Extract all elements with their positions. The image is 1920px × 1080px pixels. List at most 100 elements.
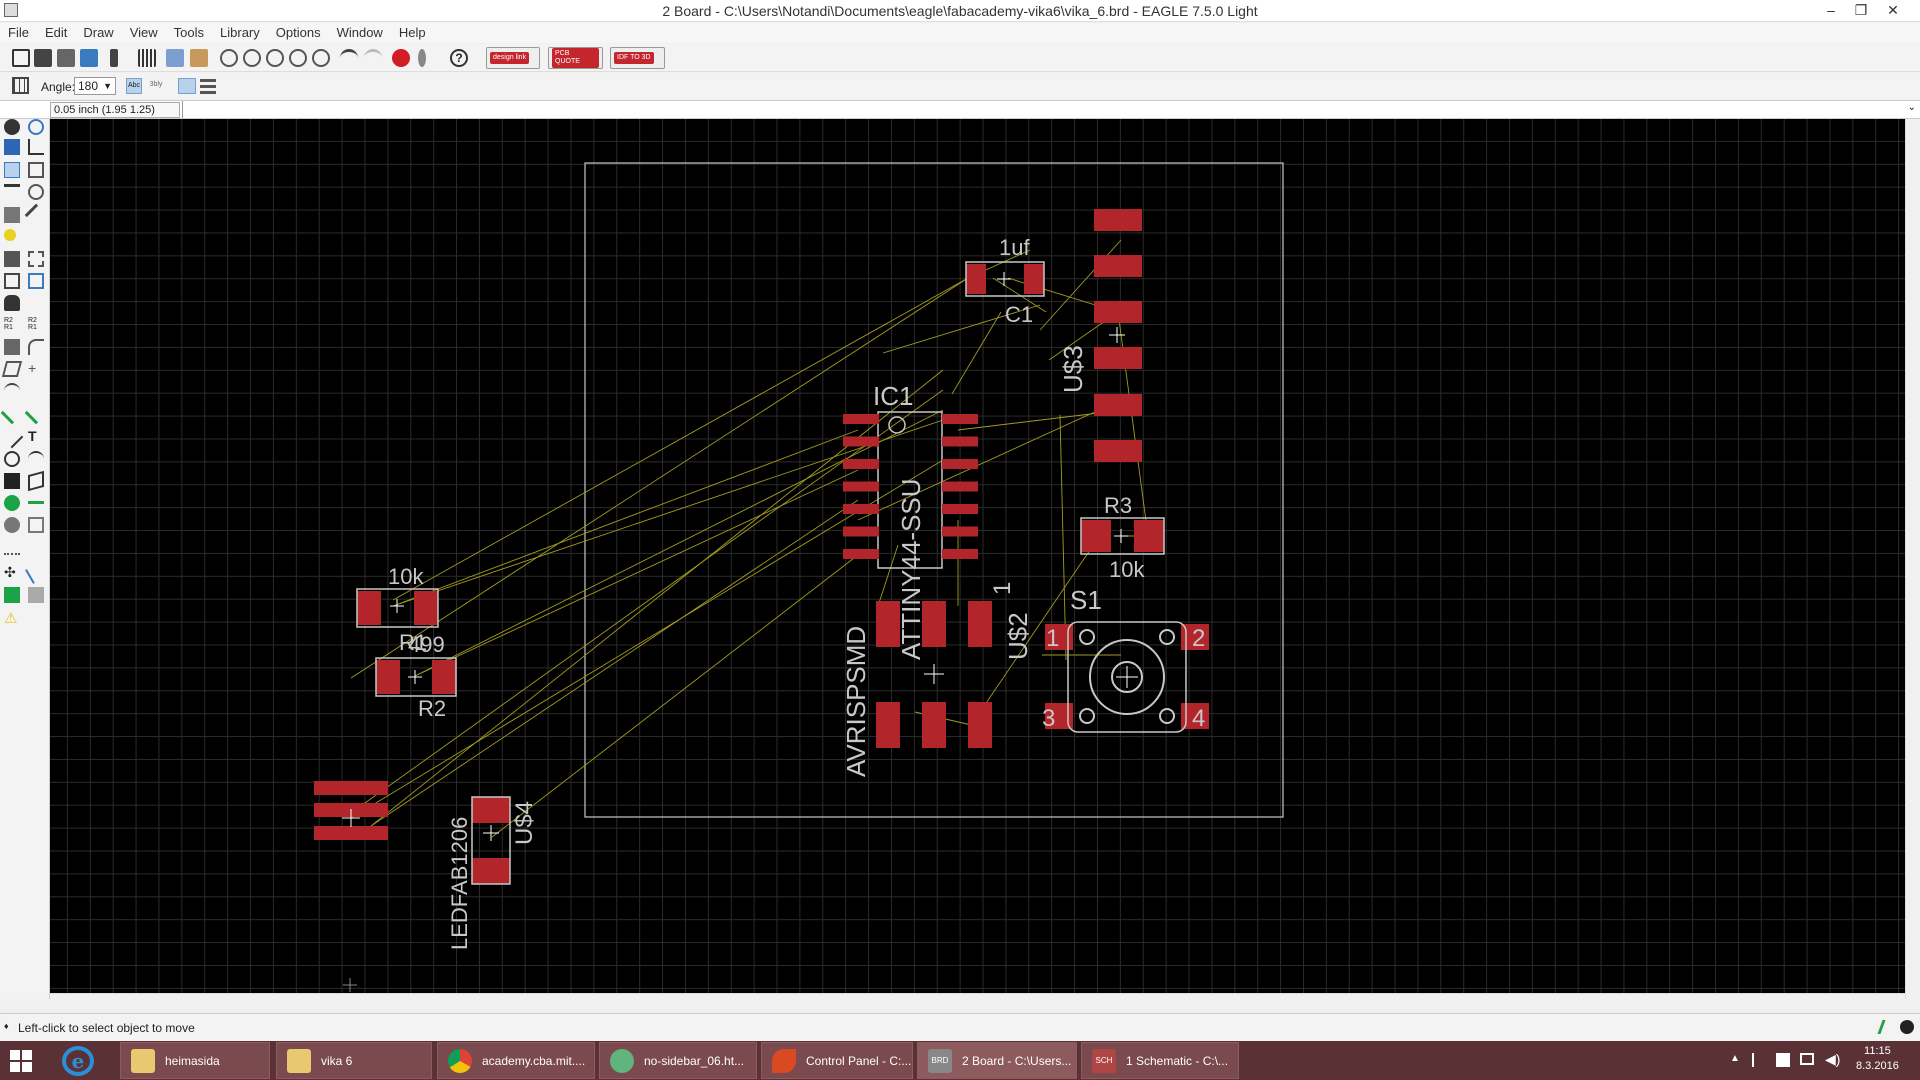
internet-explorer-icon[interactable]: e bbox=[62, 1046, 94, 1076]
optimize-icon[interactable] bbox=[178, 78, 196, 94]
taskbar-item-atom[interactable]: no-sidebar_06.ht... bbox=[599, 1042, 757, 1079]
change-icon[interactable] bbox=[24, 203, 48, 227]
signal-icon[interactable] bbox=[28, 501, 44, 517]
mark-icon[interactable] bbox=[28, 139, 44, 155]
redo-icon[interactable] bbox=[364, 49, 382, 67]
smash-icon[interactable] bbox=[4, 339, 20, 355]
tray-expand-icon[interactable]: ▲ bbox=[1730, 1053, 1740, 1064]
chevron-down-icon[interactable]: ⌄ bbox=[1907, 102, 1916, 113]
taskbar-item-heimasida[interactable]: heimasida bbox=[120, 1042, 270, 1079]
info-icon[interactable] bbox=[4, 119, 20, 135]
zoom-in-icon[interactable] bbox=[243, 49, 261, 67]
print-icon[interactable] bbox=[57, 49, 75, 67]
start-button[interactable] bbox=[10, 1050, 32, 1072]
stop-command-icon[interactable] bbox=[1900, 1020, 1914, 1034]
command-line[interactable]: 0.05 inch (1.95 1.25) ⌄ bbox=[0, 100, 1920, 119]
dimension-icon[interactable] bbox=[4, 539, 20, 555]
ratsnest-icon[interactable]: ✣ bbox=[4, 564, 16, 580]
route-icon[interactable] bbox=[0, 401, 24, 425]
network-icon[interactable] bbox=[1800, 1053, 1814, 1065]
polygon-icon[interactable] bbox=[28, 470, 44, 492]
menu-help[interactable]: Help bbox=[398, 25, 426, 40]
flag-icon[interactable] bbox=[1752, 1053, 1766, 1067]
horizontal-scrollbar[interactable] bbox=[50, 993, 1905, 1007]
show-icon[interactable] bbox=[28, 119, 44, 135]
layer-icon[interactable] bbox=[200, 78, 216, 94]
arc-icon[interactable] bbox=[28, 451, 44, 467]
miter-icon[interactable] bbox=[28, 339, 44, 355]
undo-icon[interactable] bbox=[340, 49, 358, 67]
taskbar-item-control-panel[interactable]: Control Panel - C:... bbox=[761, 1042, 913, 1079]
menu-tools[interactable]: Tools bbox=[173, 25, 205, 40]
vertical-scrollbar[interactable] bbox=[1905, 119, 1920, 999]
warning-icon[interactable]: ⚠ bbox=[4, 610, 18, 627]
schematic-icon[interactable] bbox=[190, 49, 208, 67]
go-icon[interactable] bbox=[418, 49, 426, 67]
menu-view[interactable]: View bbox=[129, 25, 158, 40]
rotate-icon[interactable] bbox=[28, 184, 44, 200]
ripup-icon[interactable] bbox=[24, 401, 48, 425]
drc-icon[interactable] bbox=[4, 587, 20, 603]
open-icon[interactable] bbox=[12, 49, 30, 67]
mirror-icon[interactable]: Abc bbox=[126, 78, 142, 94]
minimize-button[interactable]: – bbox=[1827, 2, 1835, 18]
optimize-tool-icon[interactable]: + bbox=[28, 360, 37, 376]
rect-icon[interactable] bbox=[4, 473, 20, 489]
menu-window[interactable]: Window bbox=[336, 25, 383, 40]
mirror-tool-icon[interactable] bbox=[4, 184, 20, 200]
script-icon[interactable] bbox=[110, 49, 118, 67]
menu-file[interactable]: File bbox=[8, 25, 29, 40]
design-link-button[interactable]: design link bbox=[486, 47, 540, 69]
volume-icon[interactable]: ◀) bbox=[1825, 1051, 1841, 1067]
delete-icon[interactable] bbox=[4, 251, 20, 267]
taskbar-item-chrome[interactable]: academy.cba.mit.... bbox=[437, 1042, 595, 1079]
spin-icon[interactable]: 3bly bbox=[149, 81, 163, 88]
zoom-out-icon[interactable] bbox=[266, 49, 284, 67]
cam-icon[interactable] bbox=[80, 49, 98, 67]
pcb-quote-button[interactable]: PCB QUOTE bbox=[548, 47, 603, 69]
menu-edit[interactable]: Edit bbox=[44, 25, 68, 40]
copy-icon[interactable] bbox=[28, 162, 44, 178]
errors-icon[interactable] bbox=[28, 587, 44, 603]
idf-to-3d-button[interactable]: IDF TO 3D bbox=[610, 47, 665, 69]
add-icon[interactable] bbox=[28, 251, 44, 267]
attribute-icon[interactable] bbox=[28, 517, 44, 533]
save-icon[interactable] bbox=[34, 49, 52, 67]
grid-icon[interactable] bbox=[12, 77, 29, 94]
menu-draw[interactable]: Draw bbox=[83, 25, 114, 40]
zoom-redraw-icon[interactable] bbox=[289, 49, 307, 67]
stop-icon[interactable] bbox=[392, 49, 410, 67]
replace-icon[interactable] bbox=[4, 273, 20, 289]
circle-icon[interactable] bbox=[4, 451, 20, 467]
autorouter-icon[interactable] bbox=[25, 562, 47, 584]
lock-icon[interactable] bbox=[4, 295, 20, 311]
zoom-select-icon[interactable] bbox=[312, 49, 330, 67]
display-icon[interactable] bbox=[4, 139, 20, 155]
ulp-icon[interactable] bbox=[138, 49, 156, 67]
taskbar-item-vika6[interactable]: vika 6 bbox=[276, 1042, 432, 1079]
text-icon[interactable]: T bbox=[28, 428, 37, 444]
menu-library[interactable]: Library bbox=[220, 25, 260, 40]
lightning-icon[interactable] bbox=[1877, 1020, 1897, 1034]
via-icon[interactable] bbox=[4, 495, 20, 511]
meander-icon[interactable] bbox=[4, 383, 20, 399]
angle-select[interactable]: 180▼ bbox=[74, 77, 116, 95]
zoom-fit-icon[interactable] bbox=[220, 49, 238, 67]
split-icon[interactable] bbox=[1, 361, 23, 377]
close-button[interactable]: ✕ bbox=[1887, 2, 1899, 18]
menu-options[interactable]: Options bbox=[275, 25, 321, 40]
help-icon[interactable]: ? bbox=[450, 49, 468, 67]
paste-icon[interactable] bbox=[4, 229, 16, 241]
lock-icon-alt[interactable] bbox=[28, 273, 44, 289]
hole-icon[interactable] bbox=[4, 517, 20, 533]
wire-icon[interactable] bbox=[0, 425, 24, 449]
board-icon[interactable] bbox=[166, 49, 184, 67]
move-icon[interactable] bbox=[4, 162, 20, 178]
